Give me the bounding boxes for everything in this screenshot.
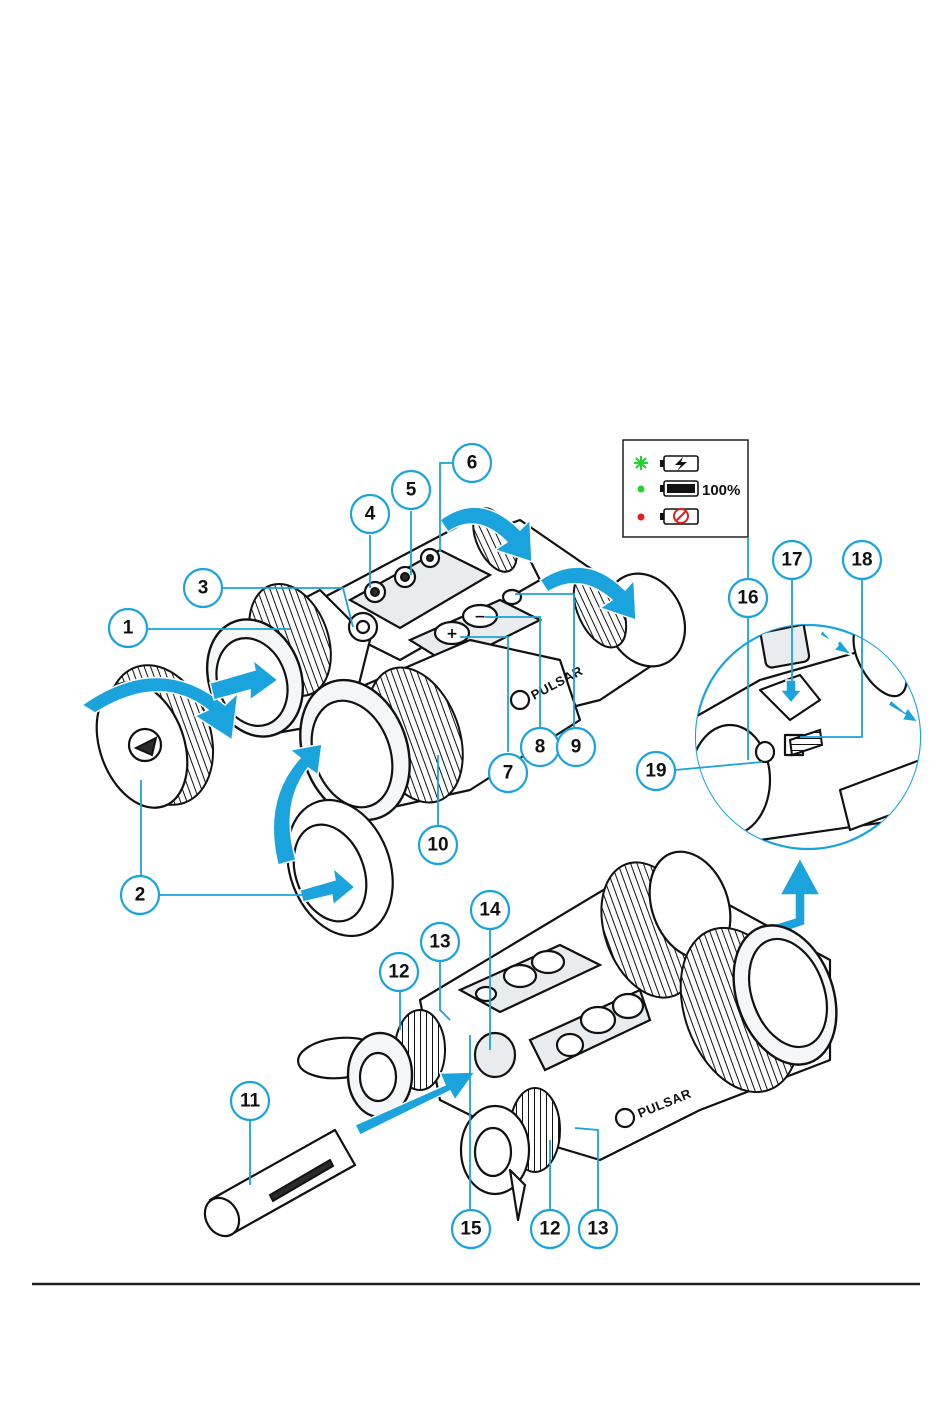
svg-text:17: 17 xyxy=(781,550,802,571)
svg-text:12: 12 xyxy=(388,962,409,983)
callout-8: 8 xyxy=(521,728,559,766)
callout-16: 16 xyxy=(729,579,767,617)
callout-11: 11 xyxy=(231,1082,269,1120)
callout-9: 9 xyxy=(557,728,595,766)
battery-pack xyxy=(198,1130,355,1242)
svg-text:18: 18 xyxy=(851,550,872,571)
callout-7: 7 xyxy=(489,754,527,792)
svg-text:1: 1 xyxy=(123,618,134,639)
zoom-detail xyxy=(690,610,940,849)
svg-text:15: 15 xyxy=(460,1219,482,1240)
battery-full-icon xyxy=(660,481,698,496)
callout-1: 1 xyxy=(109,609,147,647)
callout-18: 18 xyxy=(843,541,881,579)
legend-text-full: 100% xyxy=(702,482,740,499)
svg-text:4: 4 xyxy=(365,504,376,525)
callout-5: 5 xyxy=(392,471,430,509)
callout-10: 10 xyxy=(419,826,457,864)
callout-13-bottom: 13 xyxy=(579,1210,617,1248)
callout-19: 19 xyxy=(637,752,675,790)
svg-text:16: 16 xyxy=(737,588,758,609)
callout-12: 12 xyxy=(380,953,418,991)
svg-text:13: 13 xyxy=(429,932,450,953)
svg-text:+: + xyxy=(446,626,458,642)
callout-2: 2 xyxy=(121,876,159,914)
green-starburst-icon xyxy=(634,456,648,470)
red-dot-icon xyxy=(638,514,645,521)
callout-15: 15 xyxy=(452,1210,490,1248)
svg-text:3: 3 xyxy=(198,578,209,599)
callout-12-bottom: 12 xyxy=(531,1210,569,1248)
svg-text:10: 10 xyxy=(427,835,448,856)
svg-text:8: 8 xyxy=(535,737,546,758)
svg-text:11: 11 xyxy=(240,1091,261,1112)
svg-text:13: 13 xyxy=(587,1219,608,1240)
svg-text:9: 9 xyxy=(571,737,582,758)
svg-text:12: 12 xyxy=(539,1219,560,1240)
svg-text:19: 19 xyxy=(645,761,666,782)
svg-text:5: 5 xyxy=(406,480,417,501)
callout-4: 4 xyxy=(351,495,389,533)
charge-status-legend: 100% xyxy=(623,440,748,537)
battery-prohibited-icon xyxy=(660,509,698,524)
svg-text:14: 14 xyxy=(479,900,501,921)
callout-3: 3 xyxy=(184,569,222,607)
svg-text:−: − xyxy=(474,609,486,625)
svg-text:7: 7 xyxy=(503,763,514,784)
svg-text:2: 2 xyxy=(135,885,146,906)
callout-14: 14 xyxy=(471,891,509,929)
callout-13: 13 xyxy=(421,923,459,961)
callout-6: 6 xyxy=(453,444,491,482)
svg-text:6: 6 xyxy=(467,453,478,474)
green-dot-icon xyxy=(638,486,645,493)
battery-charging-icon xyxy=(660,456,698,471)
callout-17: 17 xyxy=(773,541,811,579)
